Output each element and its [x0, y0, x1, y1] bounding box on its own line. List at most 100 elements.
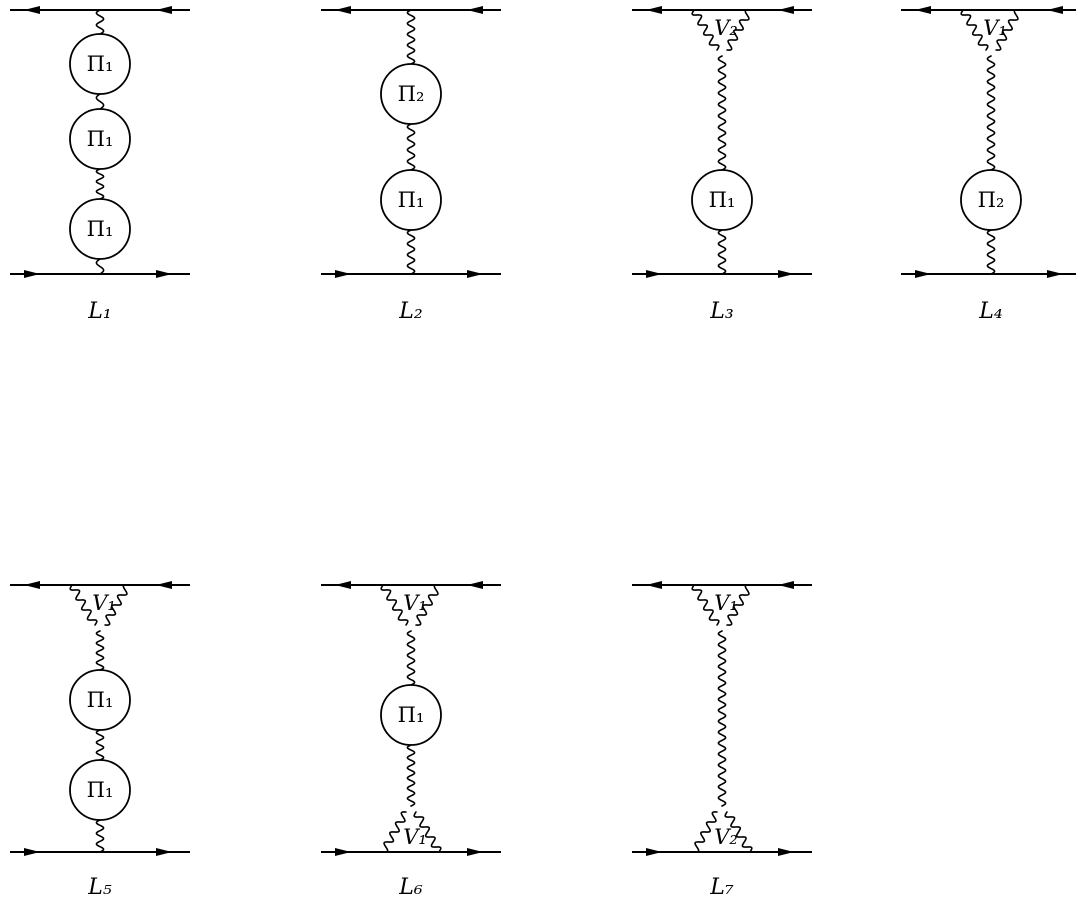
bottom-fermion-arrow — [156, 270, 172, 278]
diagram-caption: L₂ — [398, 299, 422, 324]
diagram-caption: L₅ — [87, 875, 112, 900]
self-energy-bubble — [69, 33, 131, 95]
vertex-label: V₂ — [714, 16, 738, 40]
photon-line — [717, 55, 727, 171]
diagram-6: V₁ Π₁ V₁ L₆ — [321, 581, 501, 900]
top-fermion-arrow — [335, 581, 351, 589]
vertex-photon-leg — [69, 584, 98, 626]
top-fermion-arrow — [1047, 6, 1063, 14]
top-fermion-arrow — [778, 6, 794, 14]
bubble-label: Π₁ — [398, 703, 425, 727]
bottom-fermion-arrow — [646, 270, 662, 278]
bottom-fermion-arrow — [778, 848, 794, 856]
vertex-photon-leg — [691, 9, 720, 51]
vertex-photon-leg — [960, 9, 989, 51]
photon-line — [95, 819, 105, 853]
top-fermion-arrow — [335, 6, 351, 14]
top-fermion-arrow — [156, 581, 172, 589]
bottom-fermion-arrow — [335, 270, 351, 278]
self-energy-bubble — [691, 169, 753, 231]
photon-line — [406, 744, 416, 807]
vertex-photon-leg — [693, 811, 718, 853]
vertex-label: V₁ — [403, 591, 427, 615]
bottom-fermion-arrow — [915, 270, 931, 278]
vertex-label: V₁ — [92, 591, 116, 615]
bottom-fermion-arrow — [778, 270, 794, 278]
photon-line — [95, 258, 105, 275]
vertex-label: V₁ — [983, 16, 1007, 40]
diagram-1: Π₁ Π₁ Π₁ L₁ — [10, 6, 190, 324]
bubble-label: Π₁ — [87, 52, 114, 76]
photon-line — [986, 229, 996, 275]
photon-line — [406, 229, 416, 275]
self-energy-bubble — [380, 169, 442, 231]
top-fermion-arrow — [778, 581, 794, 589]
photon-line — [406, 123, 416, 171]
vertex-photon-leg — [104, 584, 129, 626]
photon-line — [95, 630, 105, 671]
self-energy-bubble — [960, 169, 1022, 231]
photon-line — [95, 168, 105, 200]
bottom-fermion-arrow — [156, 848, 172, 856]
diagram-caption: L₄ — [978, 299, 1002, 324]
bottom-fermion-arrow — [467, 270, 483, 278]
self-energy-bubble — [69, 198, 131, 260]
bottom-fermion-arrow — [646, 848, 662, 856]
photon-line — [406, 9, 416, 65]
self-energy-bubble — [69, 669, 131, 731]
photon-line — [95, 93, 105, 110]
diagram-7: V₁ V₂ L₇ — [632, 581, 812, 900]
bottom-fermion-arrow — [24, 848, 40, 856]
diagram-2: Π₂ Π₁ L₂ — [321, 6, 501, 324]
diagram-caption: L₁ — [87, 299, 111, 324]
vertex-photon-leg — [415, 584, 440, 626]
top-fermion-arrow — [24, 581, 40, 589]
vertex-label: V₁ — [714, 591, 738, 615]
diagram-5: V₁ Π₁ Π₁ L₅ — [10, 581, 190, 900]
photon-line — [986, 55, 996, 171]
bottom-fermion-arrow — [467, 848, 483, 856]
vertex-photon-leg — [380, 584, 409, 626]
diagram-caption: L₃ — [709, 299, 733, 324]
bubble-label: Π₁ — [87, 688, 114, 712]
photon-line — [95, 9, 105, 35]
bubble-label: Π₁ — [87, 127, 114, 151]
bubble-label: Π₁ — [87, 217, 114, 241]
photon-line — [406, 630, 416, 686]
self-energy-bubble — [380, 63, 442, 125]
diagram-caption: L₇ — [709, 875, 734, 900]
bubble-label: Π₁ — [398, 188, 425, 212]
vertex-photon-leg — [413, 811, 442, 853]
diagram-caption: L₆ — [398, 875, 423, 900]
top-fermion-arrow — [156, 6, 172, 14]
vertex-photon-leg — [382, 811, 407, 853]
vertex-label: V₂ — [714, 825, 738, 849]
diagram-4: V₁ Π₂ L₄ — [901, 6, 1076, 324]
bubble-label: Π₁ — [709, 188, 736, 212]
bottom-fermion-arrow — [335, 848, 351, 856]
vertex-photon-leg — [724, 811, 753, 853]
photon-line — [717, 630, 727, 807]
vertex-label: V₁ — [403, 825, 427, 849]
self-energy-bubble — [69, 759, 131, 821]
bubble-label: Π₂ — [978, 188, 1005, 212]
self-energy-bubble — [69, 108, 131, 170]
top-fermion-arrow — [467, 581, 483, 589]
self-energy-bubble — [380, 684, 442, 746]
bubble-label: Π₁ — [87, 778, 114, 802]
bottom-fermion-arrow — [24, 270, 40, 278]
top-fermion-arrow — [467, 6, 483, 14]
vertex-photon-leg — [726, 584, 751, 626]
vertex-photon-leg — [995, 9, 1020, 51]
bottom-fermion-arrow — [1047, 270, 1063, 278]
bubble-label: Π₂ — [398, 82, 425, 106]
top-fermion-arrow — [915, 6, 931, 14]
vertex-photon-leg — [726, 9, 751, 51]
photon-line — [717, 229, 727, 275]
top-fermion-arrow — [24, 6, 40, 14]
diagram-3: V₂ Π₁ L₃ — [632, 6, 812, 324]
top-fermion-arrow — [646, 581, 662, 589]
photon-line — [95, 729, 105, 761]
vertex-photon-leg — [691, 584, 720, 626]
